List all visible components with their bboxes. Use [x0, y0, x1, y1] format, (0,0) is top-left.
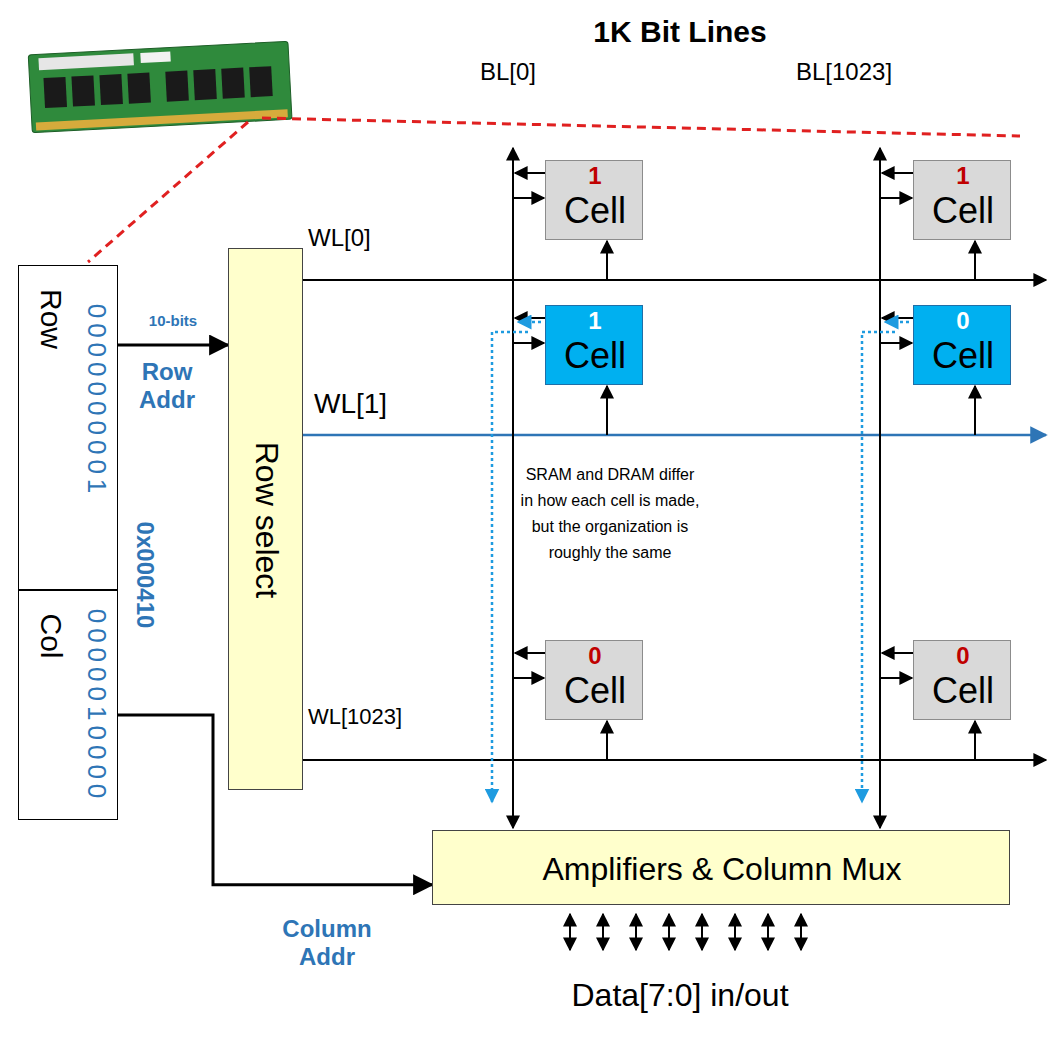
- cell-label: Cell: [932, 670, 994, 711]
- data-pin-arrow: [734, 914, 736, 950]
- cell-bit-value: 1: [588, 162, 601, 190]
- dimm-sticker: [140, 51, 170, 63]
- zoom-line: [262, 118, 1020, 136]
- dram-chip: [99, 74, 123, 105]
- dimm-board: [28, 41, 292, 133]
- data-bus-label: Data[7:0] in/out: [571, 977, 788, 1014]
- signal-name: Row Addr: [124, 358, 210, 413]
- bit-line: [512, 148, 514, 828]
- cell-label: Cell: [564, 190, 626, 231]
- dimm-contacts: [36, 109, 288, 130]
- cell-tap: [513, 342, 544, 344]
- box-label: Amplifiers & Column Mux: [542, 850, 901, 887]
- dram-chip: [193, 69, 217, 100]
- box-label: Row select: [248, 442, 285, 599]
- data-pin-arrow: [635, 914, 637, 950]
- read-path: [492, 332, 528, 802]
- cell-bit-value: 1: [588, 307, 601, 335]
- cell-bit-value: 0: [956, 642, 969, 670]
- cell-tap: [974, 241, 976, 280]
- cell-tap: [515, 317, 545, 319]
- dram-chip: [249, 66, 273, 97]
- address-row-field: Row 0000000001: [18, 265, 118, 590]
- memory-cell: 0Cell: [913, 305, 1011, 385]
- word-line-name: WL[1023]: [308, 704, 402, 729]
- word-line: [303, 434, 1046, 437]
- cell-tap: [880, 677, 912, 679]
- data-pin-arrow: [602, 914, 604, 950]
- cell-label: Cell: [932, 335, 994, 376]
- cell-tap: [880, 342, 912, 344]
- read-path: [885, 321, 909, 324]
- cell-tap: [513, 197, 544, 199]
- zoom-line: [88, 122, 248, 262]
- cell-bit-value: 1: [956, 162, 969, 190]
- field-name: Col: [34, 613, 69, 658]
- cell-bit-value: 0: [956, 307, 969, 335]
- word-line-name: WL[0]: [308, 224, 371, 252]
- bit-line: [879, 148, 881, 828]
- dimm-module: [28, 41, 292, 133]
- cell-tap: [606, 721, 608, 760]
- read-path: [862, 332, 895, 802]
- memory-cell: 1Cell: [545, 305, 643, 385]
- word-line: [303, 279, 1046, 281]
- cell-tap: [880, 197, 912, 199]
- row-select-box: Row select: [228, 248, 303, 790]
- cell-tap: [882, 317, 913, 319]
- address-connector: [118, 344, 228, 347]
- bit-line-name: BL[0]: [480, 58, 536, 86]
- word-line-name: WL[1]: [314, 388, 387, 420]
- address-bits: 0000010000: [81, 609, 111, 804]
- data-pin-arrow: [668, 914, 670, 950]
- dram-chip: [43, 77, 67, 108]
- address-col-field: Col 0000010000: [18, 590, 118, 820]
- memory-cell: 1Cell: [545, 160, 643, 240]
- signal-name: Column Addr: [262, 915, 392, 970]
- cell-bit-value: 0: [588, 642, 601, 670]
- data-pin-arrow: [569, 914, 571, 950]
- read-path: [518, 321, 541, 324]
- cell-label: Cell: [564, 670, 626, 711]
- data-pin-arrow: [800, 914, 802, 950]
- cell-tap: [974, 386, 976, 435]
- data-pin-arrow: [767, 914, 769, 950]
- bit-line-name: BL[1023]: [796, 58, 892, 86]
- memory-cell: 0Cell: [545, 640, 643, 720]
- cell-tap: [974, 721, 976, 760]
- field-name: Row: [34, 289, 69, 349]
- cell-tap: [882, 652, 913, 654]
- cell-label: Cell: [564, 335, 626, 376]
- memory-cell: 0Cell: [913, 640, 1011, 720]
- data-pin-arrow: [701, 914, 703, 950]
- cell-tap: [513, 677, 544, 679]
- memory-cell: 1Cell: [913, 160, 1011, 240]
- cell-tap: [606, 241, 608, 280]
- bus-width-label: 10-bits: [149, 312, 197, 329]
- address-bits: 0000000001: [81, 304, 111, 499]
- dram-chip: [127, 73, 151, 104]
- address-value: 0x000410: [131, 522, 159, 629]
- array-heading: 1K Bit Lines: [593, 15, 766, 50]
- cell-label: Cell: [932, 190, 994, 231]
- note-text: SRAM and DRAM differ in how each cell is…: [520, 462, 700, 566]
- dram-chip: [71, 75, 95, 106]
- word-line: [303, 759, 1046, 761]
- dimm-sticker: [38, 53, 133, 70]
- amplifier-mux-box: Amplifiers & Column Mux: [432, 830, 1010, 905]
- cell-tap: [515, 172, 545, 174]
- dram-chip: [165, 71, 189, 102]
- dram-chip: [221, 68, 245, 99]
- cell-tap: [606, 386, 608, 435]
- cell-tap: [882, 172, 913, 174]
- cell-tap: [515, 652, 545, 654]
